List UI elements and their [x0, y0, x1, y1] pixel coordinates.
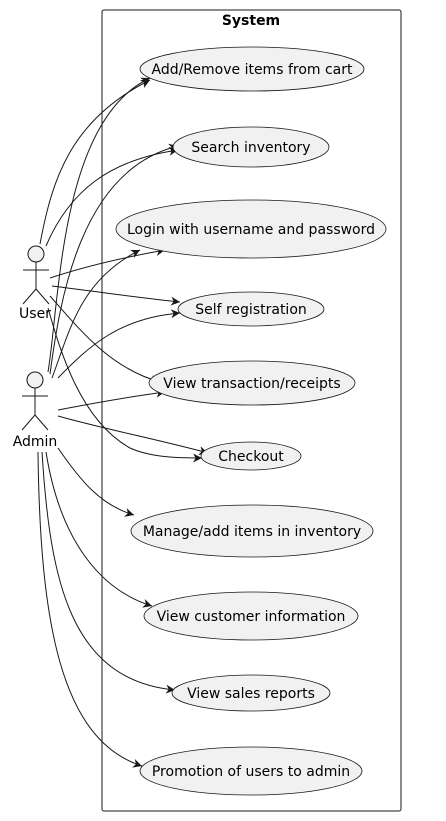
- association-admin-uc9: [41, 451, 176, 694]
- actor-label-admin: Admin: [13, 434, 58, 450]
- use-case-add-remove-cart: Add/Remove items from cart: [139, 46, 365, 92]
- stick-figure-icon: [21, 371, 49, 431]
- association-admin-uc1: [47, 77, 151, 373]
- use-case-label: Self registration: [195, 302, 307, 318]
- use-case-manage-inventory: Manage/add items in inventory: [130, 504, 374, 558]
- use-case-label: Add/Remove items from cart: [151, 62, 353, 78]
- use-case-view-transactions: View transaction/receipts: [148, 360, 356, 406]
- association-user-uc4: [51, 285, 181, 306]
- association-admin-uc4: [57, 309, 181, 379]
- association-user-uc1: [39, 79, 151, 245]
- use-case-label: View customer information: [157, 609, 346, 625]
- use-case-label: View sales reports: [187, 686, 315, 702]
- system-title: System: [222, 13, 280, 29]
- actor-admin: Admin: [13, 371, 58, 450]
- association-admin-uc6: [57, 415, 209, 455]
- use-case-label: Manage/add items in inventory: [143, 524, 361, 540]
- association-user-uc6: [47, 307, 203, 463]
- stick-figure-icon: [22, 245, 50, 305]
- use-case-label: Checkout: [218, 449, 284, 465]
- use-case-label: Login with username and password: [127, 222, 375, 238]
- actor-label-user: User: [19, 306, 51, 322]
- association-user-uc5: [49, 295, 161, 384]
- use-case-label: View transaction/receipts: [163, 376, 340, 392]
- use-case-checkout: Checkout: [200, 441, 302, 471]
- use-case-promotion-to-admin: Promotion of users to admin: [139, 746, 363, 796]
- associations: [37, 77, 209, 768]
- use-case-label: Promotion of users to admin: [152, 764, 350, 780]
- use-case-view-sales-reports: View sales reports: [171, 674, 331, 712]
- use-case-view-customer-info: View customer information: [143, 591, 359, 641]
- association-admin-uc7: [57, 447, 135, 517]
- use-case-label: Search inventory: [191, 140, 310, 156]
- association-admin-uc2: [49, 143, 179, 375]
- use-case-search-inventory: Search inventory: [172, 126, 330, 168]
- association-admin-uc5: [57, 388, 166, 411]
- association-admin-uc3: [51, 249, 141, 379]
- actor-user: User: [19, 245, 51, 322]
- association-admin-uc8: [45, 451, 153, 608]
- use-case-login: Login with username and password: [115, 199, 387, 259]
- association-admin-uc10: [37, 451, 143, 768]
- use-case-self-registration: Self registration: [177, 291, 325, 327]
